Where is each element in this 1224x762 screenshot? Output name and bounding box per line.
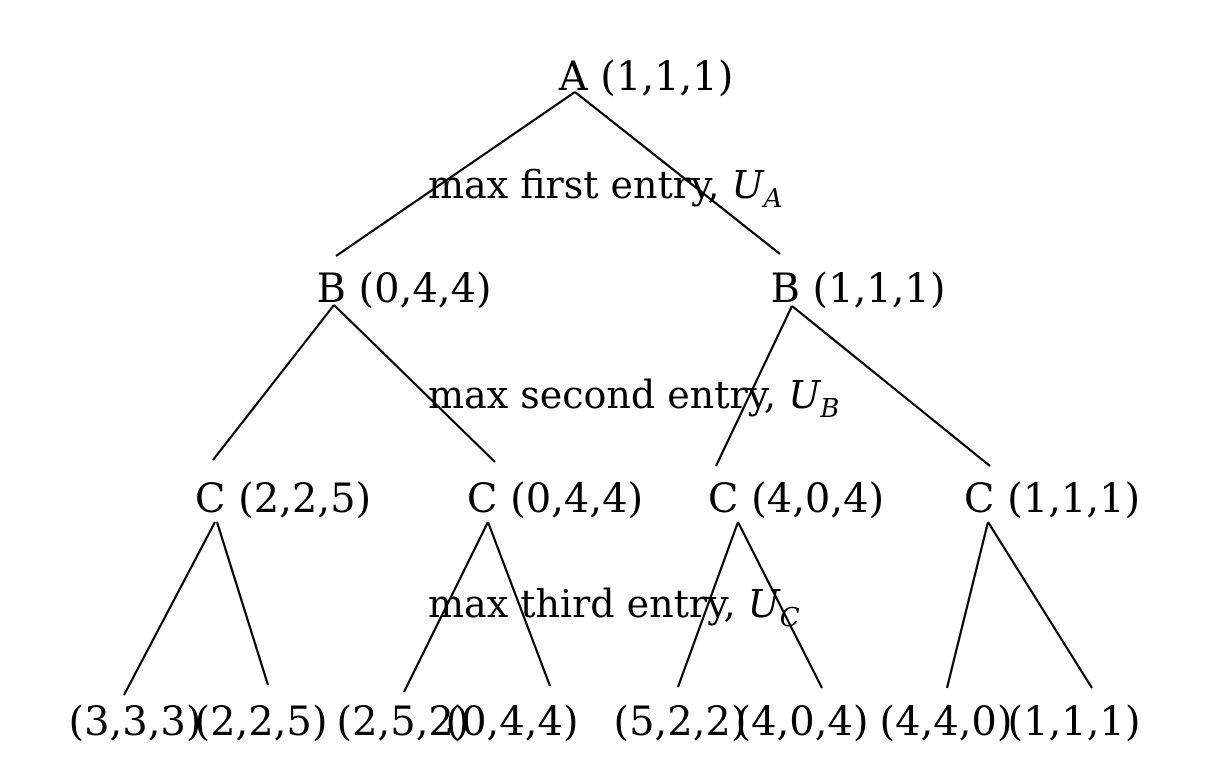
level-label-third-var: U (748, 582, 782, 626)
edge-c3-leaf5 (676, 521, 740, 688)
leaf-payoff-3: (2,5,2) (337, 699, 470, 745)
level-label-first-sub: A (762, 184, 783, 214)
leaf-payoff-5: (5,2,2) (614, 699, 747, 745)
node-c1: C (2,2,5) (195, 476, 371, 522)
leaf-payoff-4: (0,4,4) (446, 699, 579, 745)
node-c3: C (4,0,4) (708, 476, 884, 522)
level-annotations: max first entry, UA max second entry, UB… (428, 163, 839, 633)
leaf-payoff-6: (4,0,4) (736, 699, 869, 745)
edge-bright-c4 (791, 305, 991, 467)
tree-leaves: (3,3,3)(2,2,5)(2,5,2)(0,4,4) (5,2,2)(4,0,… (69, 699, 1141, 745)
edge-c3-leaf6 (737, 521, 823, 689)
edge-c4-leaf7 (945, 521, 990, 689)
level-label-third-sub: C (780, 603, 800, 633)
node-b-right: B (1,1,1) (770, 266, 945, 312)
level-label-second: max second entry, UB (428, 373, 839, 424)
leaf-payoff-2: (2,2,5) (195, 699, 328, 745)
node-b-left: B (0,4,4) (316, 266, 491, 312)
edge-bleft-c2 (333, 304, 496, 463)
tree-edges (123, 91, 1093, 696)
level-label-first-text: max first entry, (428, 163, 732, 207)
node-c4: C (1,1,1) (964, 476, 1140, 522)
level-label-second-text: max second entry, (428, 373, 788, 417)
level-label-second-var: U (788, 373, 822, 417)
edge-bright-c3 (715, 305, 793, 467)
edge-root-bright (574, 91, 781, 255)
level-label-first-var: U (732, 163, 766, 207)
node-c2: C (0,4,4) (467, 476, 643, 522)
leaf-payoff-1: (3,3,3) (69, 699, 202, 745)
edge-c2-leaf3 (403, 521, 489, 693)
level-label-first: max first entry, UA (428, 163, 782, 214)
edge-c1-leaf1 (123, 521, 216, 696)
leaf-payoff-8: (1,1,1) (1008, 699, 1141, 745)
level-label-third-text: max third entry, (428, 582, 748, 626)
level-label-second-sub: B (819, 394, 839, 424)
edge-c2-leaf4 (486, 521, 552, 687)
level-label-third: max third entry, UC (428, 582, 800, 633)
edge-c1-leaf2 (215, 521, 270, 686)
tree-nodes: A (1,1,1) B (0,4,4) B (1,1,1) C (2,2,5) … (195, 54, 1140, 522)
edge-root-bleft (335, 91, 576, 257)
leaf-payoff-7: (4,4,0) (880, 699, 1013, 745)
edge-c4-leaf8 (987, 521, 1093, 689)
node-root: A (1,1,1) (558, 54, 734, 100)
edge-bleft-c1 (212, 304, 335, 461)
